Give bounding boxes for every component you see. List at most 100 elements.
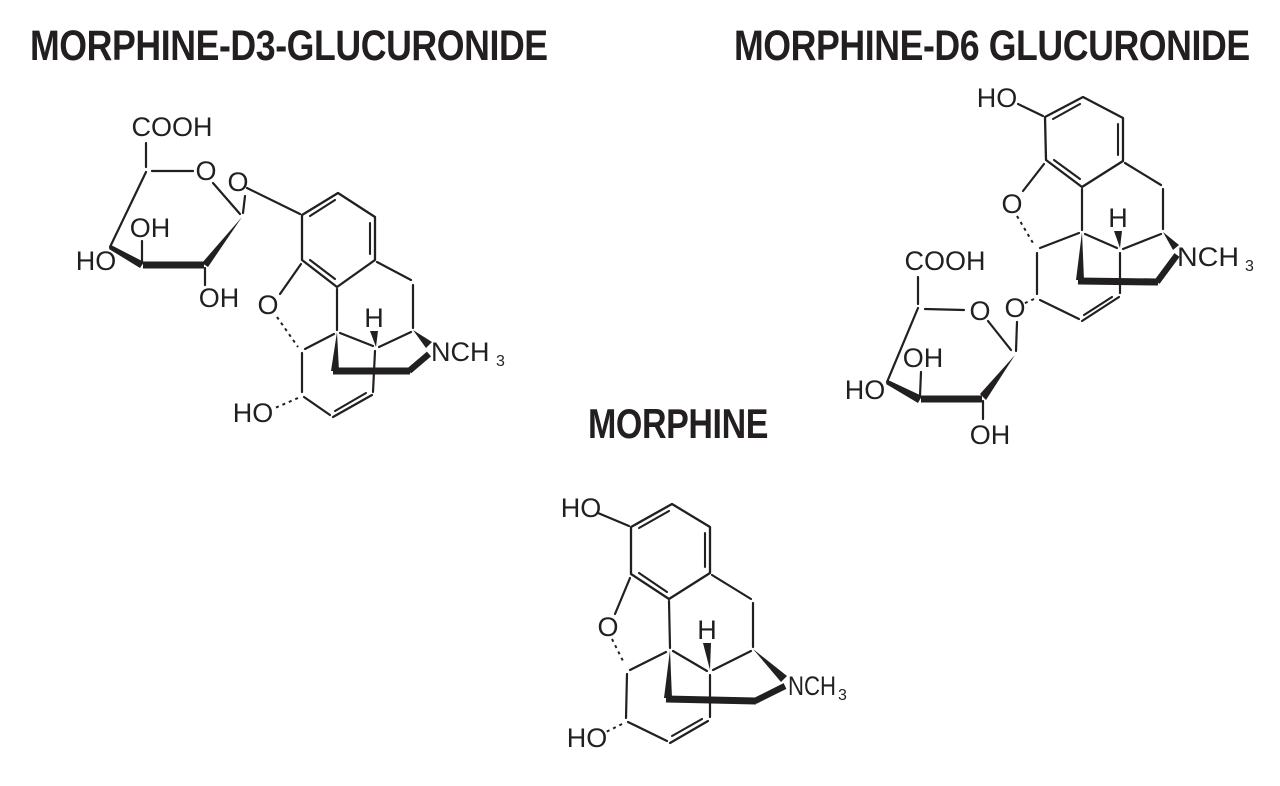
hydroxyl-label: HO (76, 246, 117, 276)
bond-to-aromatic (245, 186, 302, 216)
bold-bond (665, 695, 757, 705)
title-morphine-d6-glucuronide: MORPHINE-D6 GLUCURONIDE (734, 22, 1250, 70)
wedge-bond (370, 331, 378, 347)
n-methyl-label: NCH (431, 337, 490, 367)
bond (624, 672, 629, 720)
bond (885, 306, 920, 384)
title-morphine: MORPHINE (588, 401, 768, 448)
bond (626, 720, 669, 743)
double-bond-inner (1082, 295, 1114, 317)
tapered-bold-bond (886, 380, 922, 403)
hydroxyl-label: OH (970, 420, 1011, 450)
benzene-ring (629, 502, 712, 601)
hydroxyl-label: HO (977, 83, 1018, 113)
n-methyl-label: NCH (1177, 242, 1239, 272)
furan-oxygen-label: O (1001, 189, 1022, 219)
wedge-bond (703, 643, 711, 670)
double-bond-inner (308, 258, 337, 281)
bond (923, 307, 966, 312)
structure-morphine: HO O H HO NCH 3 (561, 493, 847, 753)
hydroxyl-label: HO (845, 375, 886, 405)
hydroxyl-label: HO (233, 398, 274, 428)
bond (1083, 232, 1119, 250)
bond (377, 330, 413, 349)
bond (1038, 231, 1081, 250)
bold-bond (1154, 253, 1180, 284)
wedge-bond (753, 649, 787, 682)
bond (613, 576, 632, 616)
bond (1080, 295, 1121, 323)
bond (628, 650, 668, 672)
dashed-stereo-bond (1016, 215, 1034, 244)
bond (710, 573, 753, 601)
double-bond-inner (670, 717, 704, 738)
furan-oxygen-label: O (257, 290, 278, 320)
stereo-hydrogen-label: H (697, 615, 717, 645)
double-bond-inner (1051, 102, 1082, 121)
tapered-bold-bond (109, 245, 144, 268)
wedge-bond (331, 332, 339, 371)
bond (1021, 162, 1046, 193)
dashed-stereo-bond (1022, 298, 1035, 305)
bond (278, 262, 303, 296)
carboxyl-label: COOH (905, 246, 986, 276)
bond (211, 181, 242, 216)
stereo-hydrogen-label: H (364, 303, 384, 333)
stereo-hydrogen-label: H (1108, 203, 1128, 233)
wedge-bond (980, 355, 1015, 400)
bond (711, 649, 753, 672)
bond (241, 194, 247, 215)
bond (338, 331, 375, 348)
bond (1121, 232, 1163, 251)
bond (303, 332, 336, 351)
bond (671, 649, 709, 673)
furan-oxygen-label: O (597, 612, 618, 642)
bond (1038, 298, 1081, 321)
wedge-bond (1163, 232, 1179, 250)
glycosidic-oxygen-label: O (227, 167, 248, 197)
benzene-ring (1043, 95, 1125, 189)
bond (918, 370, 923, 398)
dashed-stereo-bond (276, 316, 299, 348)
structure-morphine-d6-glucuronide: HO O H NCH (845, 83, 1254, 450)
ring-oxygen-label: O (969, 296, 990, 326)
glycosidic-oxygen-label: O (1004, 293, 1025, 323)
structure-morphine-d3-glucuronide: COOH O O OH HO OH O (76, 112, 505, 428)
double-bond-inner (637, 509, 671, 530)
n-methyl-subscript: 3 (838, 687, 847, 704)
bond (986, 319, 1013, 352)
wedge-bond (1076, 232, 1084, 280)
title-morphine-d3-glucuronide: MORPHINE-D3-GLUCURONIDE (30, 22, 548, 70)
double-bond-inner (1052, 158, 1082, 181)
bond (668, 719, 710, 745)
ring-oxygen-label: O (195, 156, 216, 186)
double-bond-inner (637, 571, 669, 594)
bond (667, 599, 672, 650)
n-methyl-subscript: 3 (1245, 258, 1254, 275)
hydroxyl-label: HO (567, 723, 608, 753)
dashed-stereo-bond (603, 723, 623, 734)
hydroxyl-label: HO (561, 493, 602, 523)
dashed-stereo-bond (274, 397, 299, 409)
bond (302, 395, 332, 417)
hydroxyl-label: OH (903, 343, 944, 373)
bond (331, 393, 374, 419)
bold-bond (753, 683, 787, 704)
m6g-morphine-core: HO O H NCH (977, 83, 1254, 323)
dashed-stereo-bond (611, 638, 625, 664)
m3g-glucuronide-ring: COOH O O OH HO OH (76, 112, 302, 313)
wedge-bond (413, 330, 432, 348)
bond (1016, 102, 1045, 118)
n-methyl-label: NCH (788, 671, 836, 701)
carboxyl-label: COOH (132, 112, 213, 142)
hydroxyl-label: OH (130, 213, 171, 243)
n-methyl-subscript: 3 (496, 353, 505, 370)
double-bond-inner (308, 198, 337, 218)
bond (375, 260, 413, 282)
bond (596, 511, 631, 528)
double-bond-inner (333, 391, 368, 413)
hydroxyl-label: OH (199, 283, 240, 313)
titles: MORPHINE-D3-GLUCURONIDE MORPHINE-D6 GLUC… (30, 22, 1250, 448)
